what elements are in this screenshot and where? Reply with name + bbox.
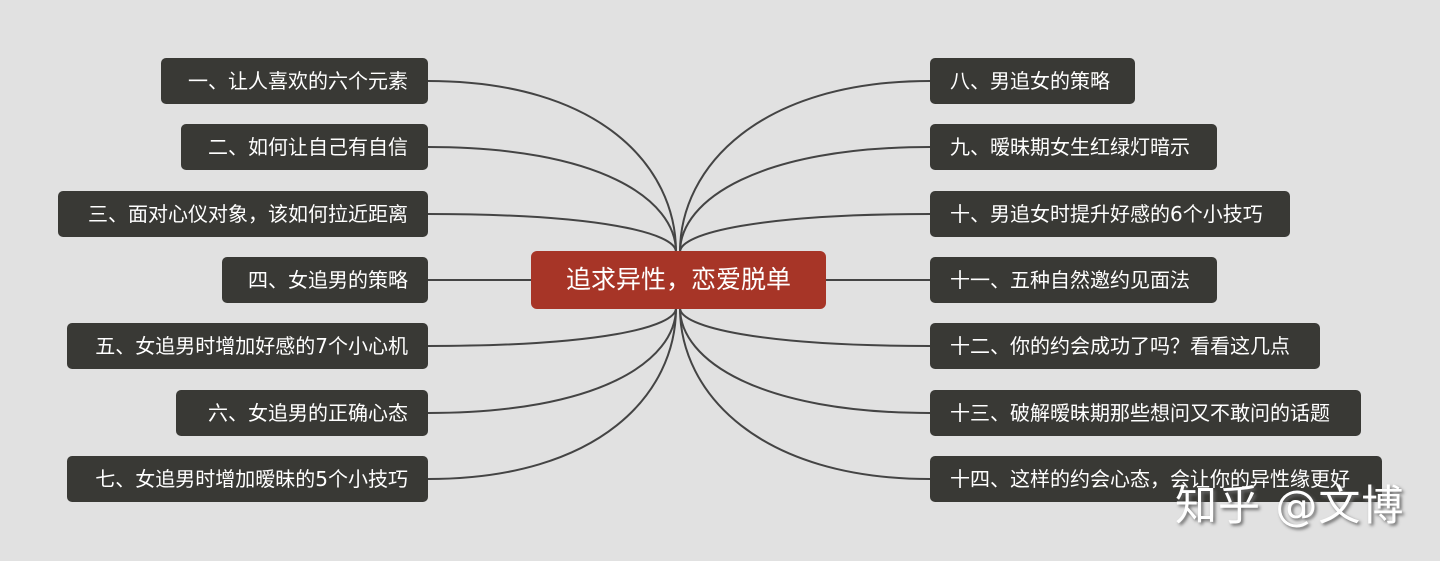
link-right <box>679 213 931 253</box>
link-right <box>679 146 931 253</box>
link-left <box>427 80 677 253</box>
branch-topic-right[interactable]: 八、男追女的策略 <box>930 58 1135 104</box>
link-left <box>427 307 677 414</box>
branch-topic-left[interactable]: 二、如何让自己有自信 <box>181 124 428 170</box>
branch-topic-left[interactable]: 一、让人喜欢的六个元素 <box>161 58 428 104</box>
link-left <box>427 307 677 480</box>
link-left <box>427 307 677 347</box>
branch-topic-right[interactable]: 十三、破解暧昧期那些想问又不敢问的话题 <box>930 390 1361 436</box>
branch-topic-left[interactable]: 四、女追男的策略 <box>222 257 428 303</box>
branch-topic-left[interactable]: 六、女追男的正确心态 <box>176 390 428 436</box>
branch-topic-left[interactable]: 五、女追男时增加好感的7个小心机 <box>67 323 428 369</box>
central-topic[interactable]: 追求异性，恋爱脱单 <box>531 251 826 309</box>
link-right <box>679 307 931 414</box>
link-left <box>427 213 677 253</box>
branch-topic-right[interactable]: 十一、五种自然邀约见面法 <box>930 257 1217 303</box>
link-right <box>679 307 931 347</box>
link-right <box>679 307 931 480</box>
branch-topic-right[interactable]: 十四、这样的约会心态，会让你的异性缘更好 <box>930 456 1382 502</box>
branch-topic-right[interactable]: 十、男追女时提升好感的6个小技巧 <box>930 191 1290 237</box>
branch-topic-right[interactable]: 十二、你的约会成功了吗？看看这几点 <box>930 323 1320 369</box>
link-left <box>427 146 677 253</box>
watermark: 知乎 @文博 <box>1175 481 1405 530</box>
branch-topic-right[interactable]: 九、暧昧期女生红绿灯暗示 <box>930 124 1217 170</box>
link-right <box>679 80 931 253</box>
branch-topic-left[interactable]: 七、女追男时增加暧昧的5个小技巧 <box>67 456 428 502</box>
branch-topic-left[interactable]: 三、面对心仪对象，该如何拉近距离 <box>58 191 428 237</box>
